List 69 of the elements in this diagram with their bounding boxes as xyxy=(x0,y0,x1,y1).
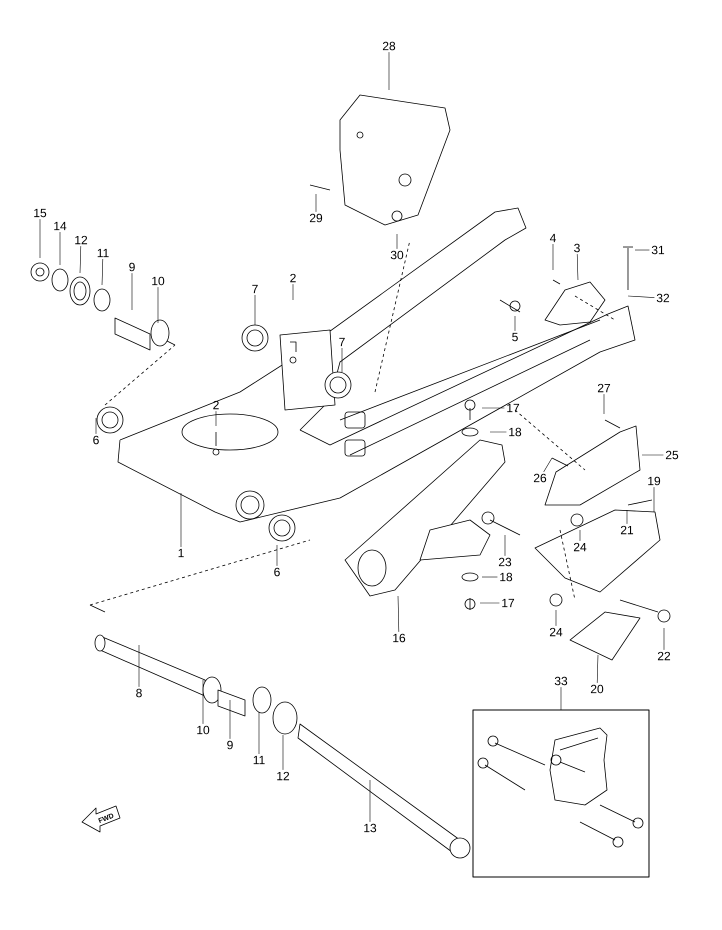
callout-number: 22 xyxy=(658,652,670,660)
callout-number: 27 xyxy=(598,384,610,392)
callout-number: 2 xyxy=(290,274,296,282)
leader-line xyxy=(628,296,655,298)
callout-number: 23 xyxy=(498,558,512,566)
leader-line xyxy=(480,602,500,604)
callout-number: 11 xyxy=(254,756,265,764)
leader-line xyxy=(596,654,598,684)
leader-line xyxy=(576,254,578,280)
callout-number: 10 xyxy=(152,276,164,286)
leader-line xyxy=(388,52,390,90)
callout-number: 25 xyxy=(666,450,678,460)
callout-number: 26 xyxy=(534,474,546,482)
callout-number: 30 xyxy=(390,250,404,260)
leader-line xyxy=(258,712,260,754)
callout-number: 6 xyxy=(93,436,99,444)
callout-number: 9 xyxy=(227,740,233,750)
callout-number: 20 xyxy=(590,684,604,694)
callout-number: 21 xyxy=(620,526,634,534)
leader-line xyxy=(80,246,82,274)
callout-number: 17 xyxy=(502,598,514,608)
callout-number: 24 xyxy=(550,628,562,636)
callout-number: 24 xyxy=(574,542,586,552)
kit-box xyxy=(472,710,650,878)
callout-number: 3 xyxy=(574,244,580,252)
callout-number: 5 xyxy=(512,332,518,342)
leader-line xyxy=(642,454,664,456)
leader-line xyxy=(102,258,104,286)
leader-line xyxy=(396,234,398,250)
callout-number: 1 xyxy=(178,548,184,558)
callout-number: 17 xyxy=(507,404,520,412)
leader-line xyxy=(482,576,498,578)
leader-line xyxy=(560,686,562,710)
callout-number: 7 xyxy=(339,338,345,346)
callout-number: 14 xyxy=(54,222,66,230)
callout-number: 8 xyxy=(136,688,142,698)
callout-number: 29 xyxy=(310,214,322,222)
leader-line xyxy=(543,458,552,472)
callout-number: 2 xyxy=(213,400,219,410)
leader-line xyxy=(180,492,182,548)
leader-line xyxy=(292,284,294,300)
leader-line xyxy=(398,596,400,632)
callout-number: 4 xyxy=(550,234,556,242)
leader-line xyxy=(514,316,516,332)
leader-line xyxy=(202,680,204,724)
callout-number: 15 xyxy=(34,208,46,218)
leader-line xyxy=(626,510,628,524)
callout-number: 16 xyxy=(393,634,406,642)
callout-number: 28 xyxy=(382,42,396,50)
callout-number: 32 xyxy=(656,294,670,302)
leader-line xyxy=(138,644,140,688)
callout-number: 12 xyxy=(75,236,88,244)
callout-number: 18 xyxy=(500,572,512,582)
leader-line xyxy=(276,544,278,566)
callout-number: 11 xyxy=(98,248,109,258)
callout-number: 12 xyxy=(277,772,290,780)
callout-number: 31 xyxy=(652,246,664,254)
leader-line xyxy=(552,244,554,270)
callout-number: 7 xyxy=(252,284,258,294)
callout-number: 19 xyxy=(648,476,660,486)
callout-number: 13 xyxy=(364,824,376,832)
leader-line xyxy=(282,734,284,770)
callout-number: 6 xyxy=(274,568,280,576)
callout-number: 9 xyxy=(129,262,135,272)
leader-line xyxy=(504,534,506,556)
callout-number: 10 xyxy=(197,726,210,734)
leader-line xyxy=(254,294,256,326)
callout-number: 33 xyxy=(554,676,568,686)
callout-number: 18 xyxy=(509,428,522,436)
